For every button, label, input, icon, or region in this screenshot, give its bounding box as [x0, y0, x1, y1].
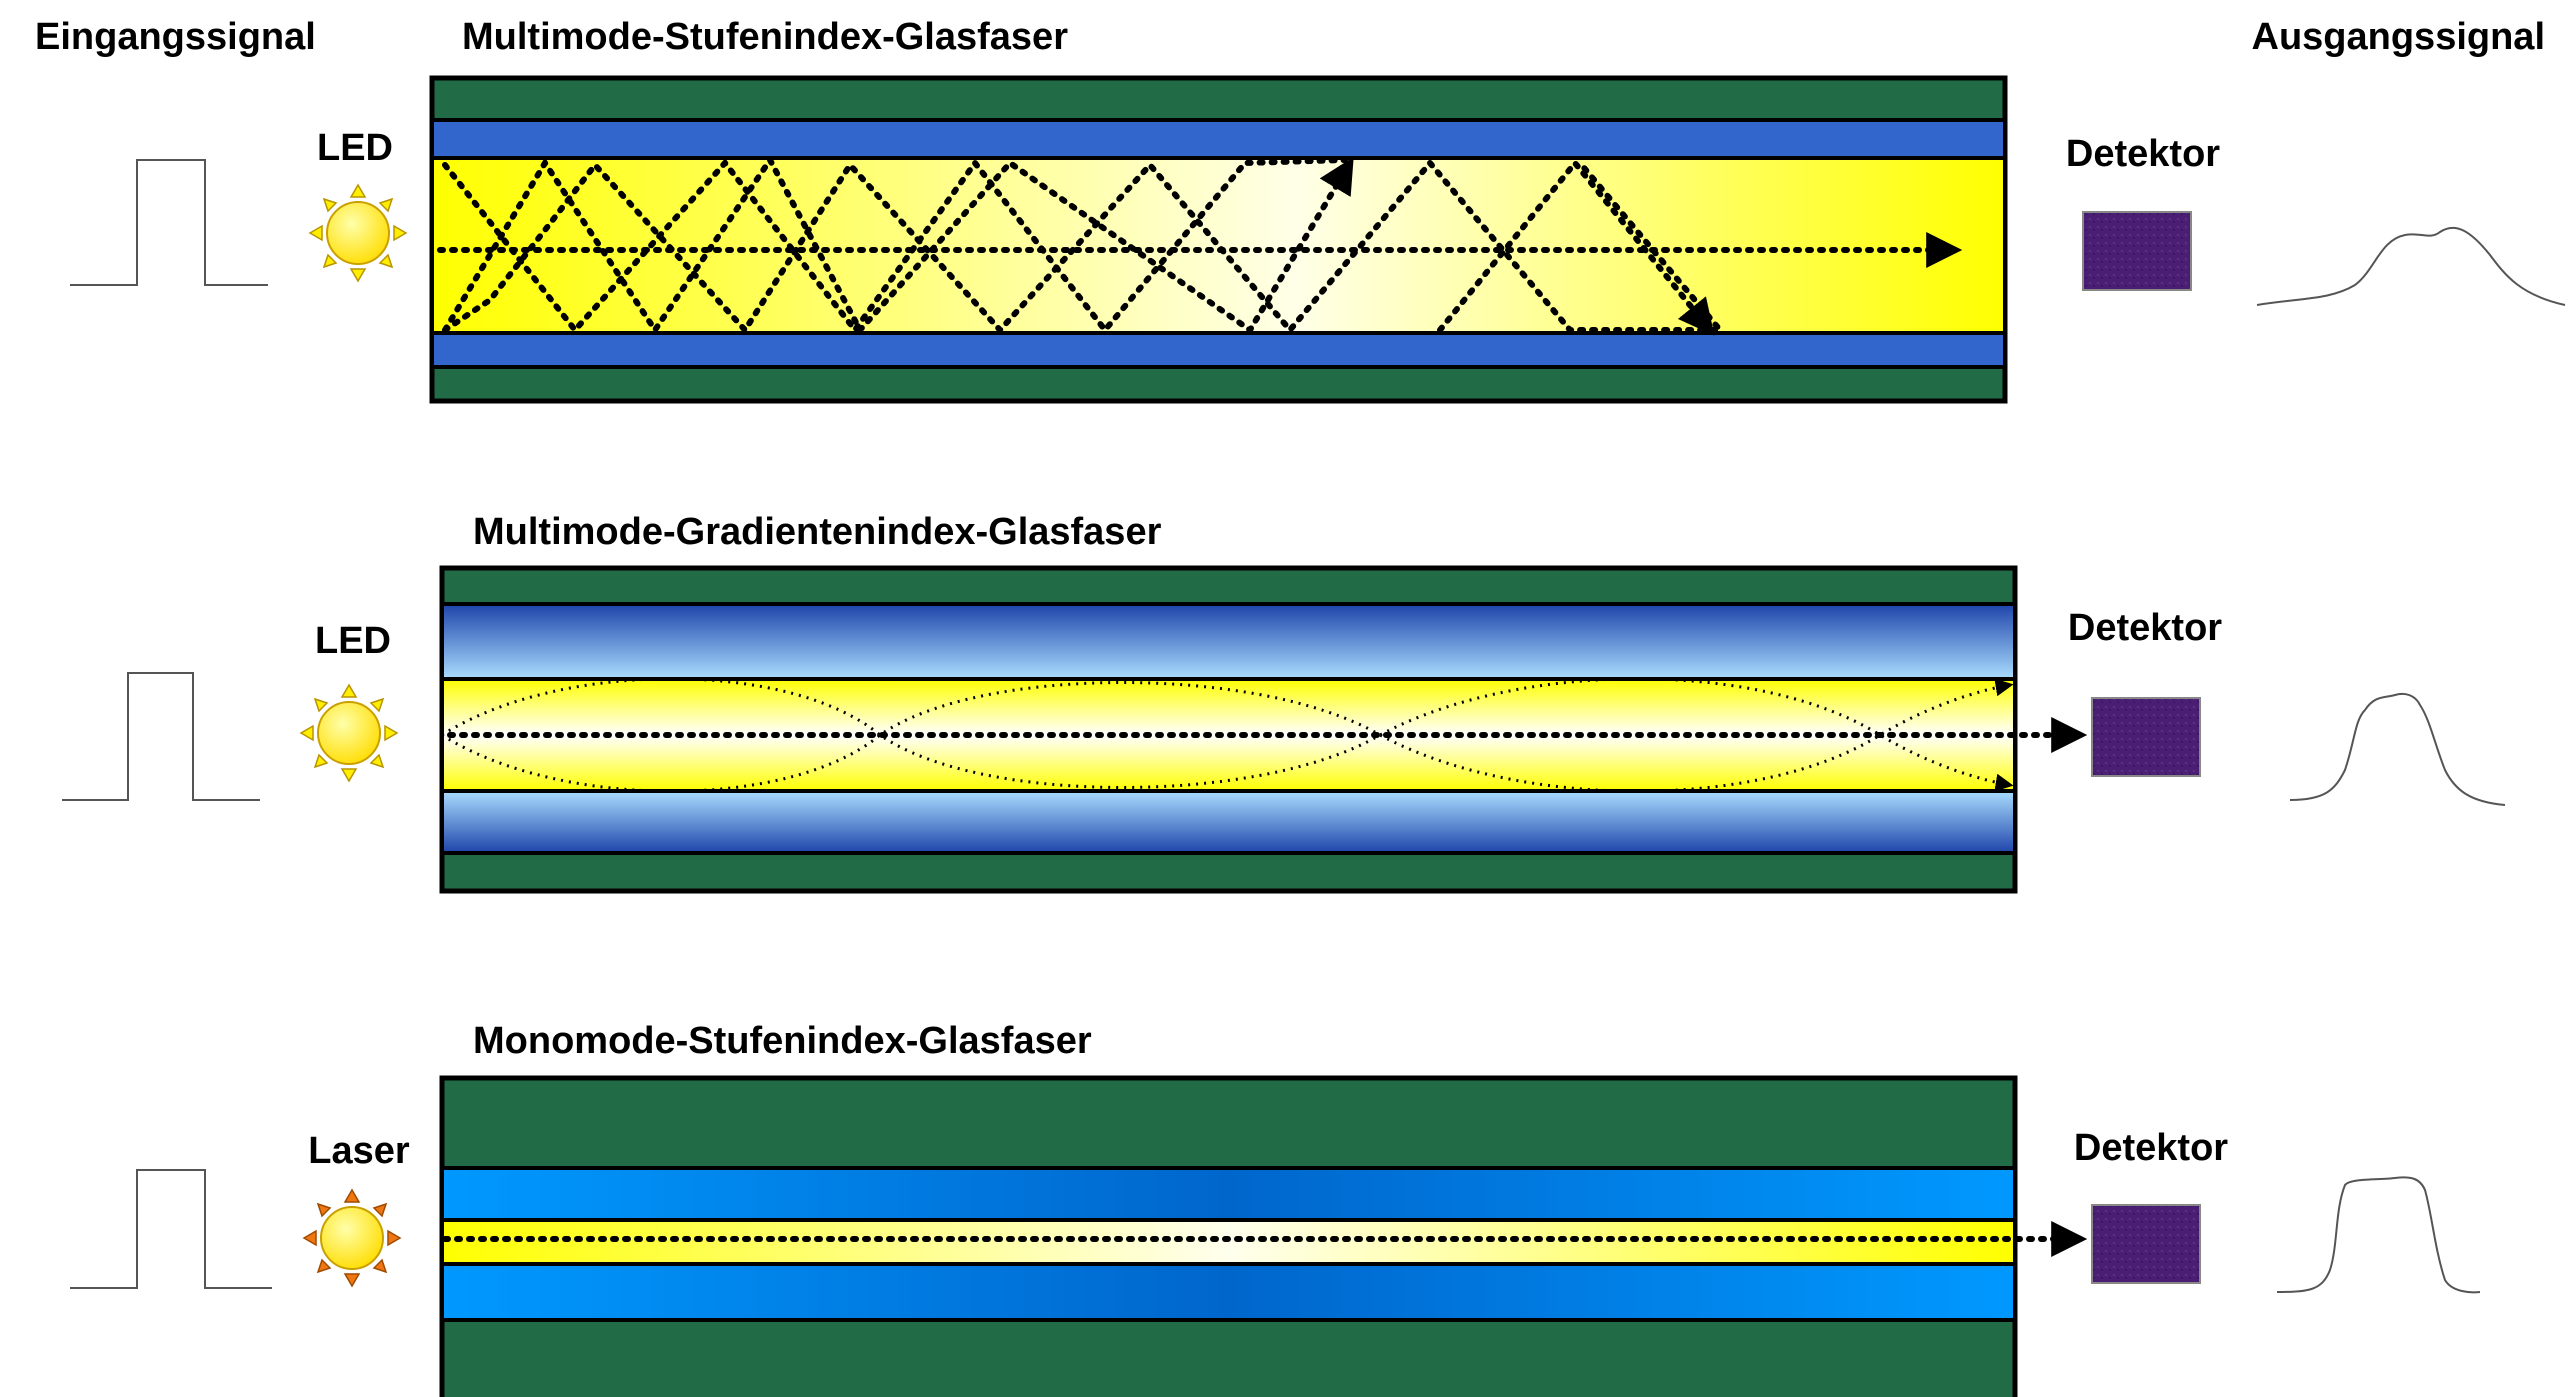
- sun-icon: [299, 683, 399, 783]
- cladding-top: [440, 602, 2017, 681]
- detector-square-icon: [2082, 211, 2192, 291]
- input-pulse-graph: [70, 159, 268, 286]
- fiber-title: Monomode-Stufenindex-Glasfaser: [473, 1020, 1092, 1062]
- light-source-label: LED: [315, 620, 391, 662]
- detector-label: Detektor: [2068, 607, 2222, 649]
- output-pulse-graph: [2276, 1176, 2481, 1294]
- light-source-label: LED: [317, 127, 393, 169]
- output-signal-heading: Ausgangssignal: [2252, 16, 2546, 58]
- detector-label: Detektor: [2074, 1127, 2228, 1169]
- sun-icon: [308, 183, 408, 283]
- fiber-core: [430, 156, 2007, 335]
- fiber-multimode-graded-index: Multimode-Gradientenindex-Glasfaser LED: [62, 511, 2506, 894]
- fiber-title: Multimode-Gradientenindex-Glasfaser: [473, 511, 1162, 553]
- input-pulse-graph: [70, 1169, 272, 1289]
- cladding-top: [430, 118, 2007, 160]
- cladding-bottom: [430, 331, 2007, 369]
- detector-label: Detektor: [2066, 133, 2220, 175]
- input-signal-heading: Eingangssignal: [35, 16, 316, 58]
- sun-icon: [302, 1188, 402, 1288]
- fiber-title: Multimode-Stufenindex-Glasfaser: [462, 16, 1068, 58]
- output-pulse-graph: [2289, 692, 2506, 806]
- fiber-core: [440, 1218, 2017, 1266]
- detector-square-icon: [2091, 1204, 2201, 1284]
- output-pulse-graph: [2256, 226, 2566, 306]
- light-source-label: Laser: [308, 1130, 410, 1172]
- fiber-multimode-step-index: Multimode-Stufenindex-Glasfaser LED: [70, 16, 2566, 404]
- light-rays: [437, 154, 1963, 336]
- cladding-bottom: [440, 789, 2017, 855]
- fiber-monomode-step-index: Monomode-Stufenindex-Glasfaser Laser Det…: [70, 1020, 2481, 1397]
- detector-square-icon: [2091, 697, 2201, 777]
- input-pulse-graph: [62, 672, 260, 801]
- light-rays: [441, 677, 2088, 793]
